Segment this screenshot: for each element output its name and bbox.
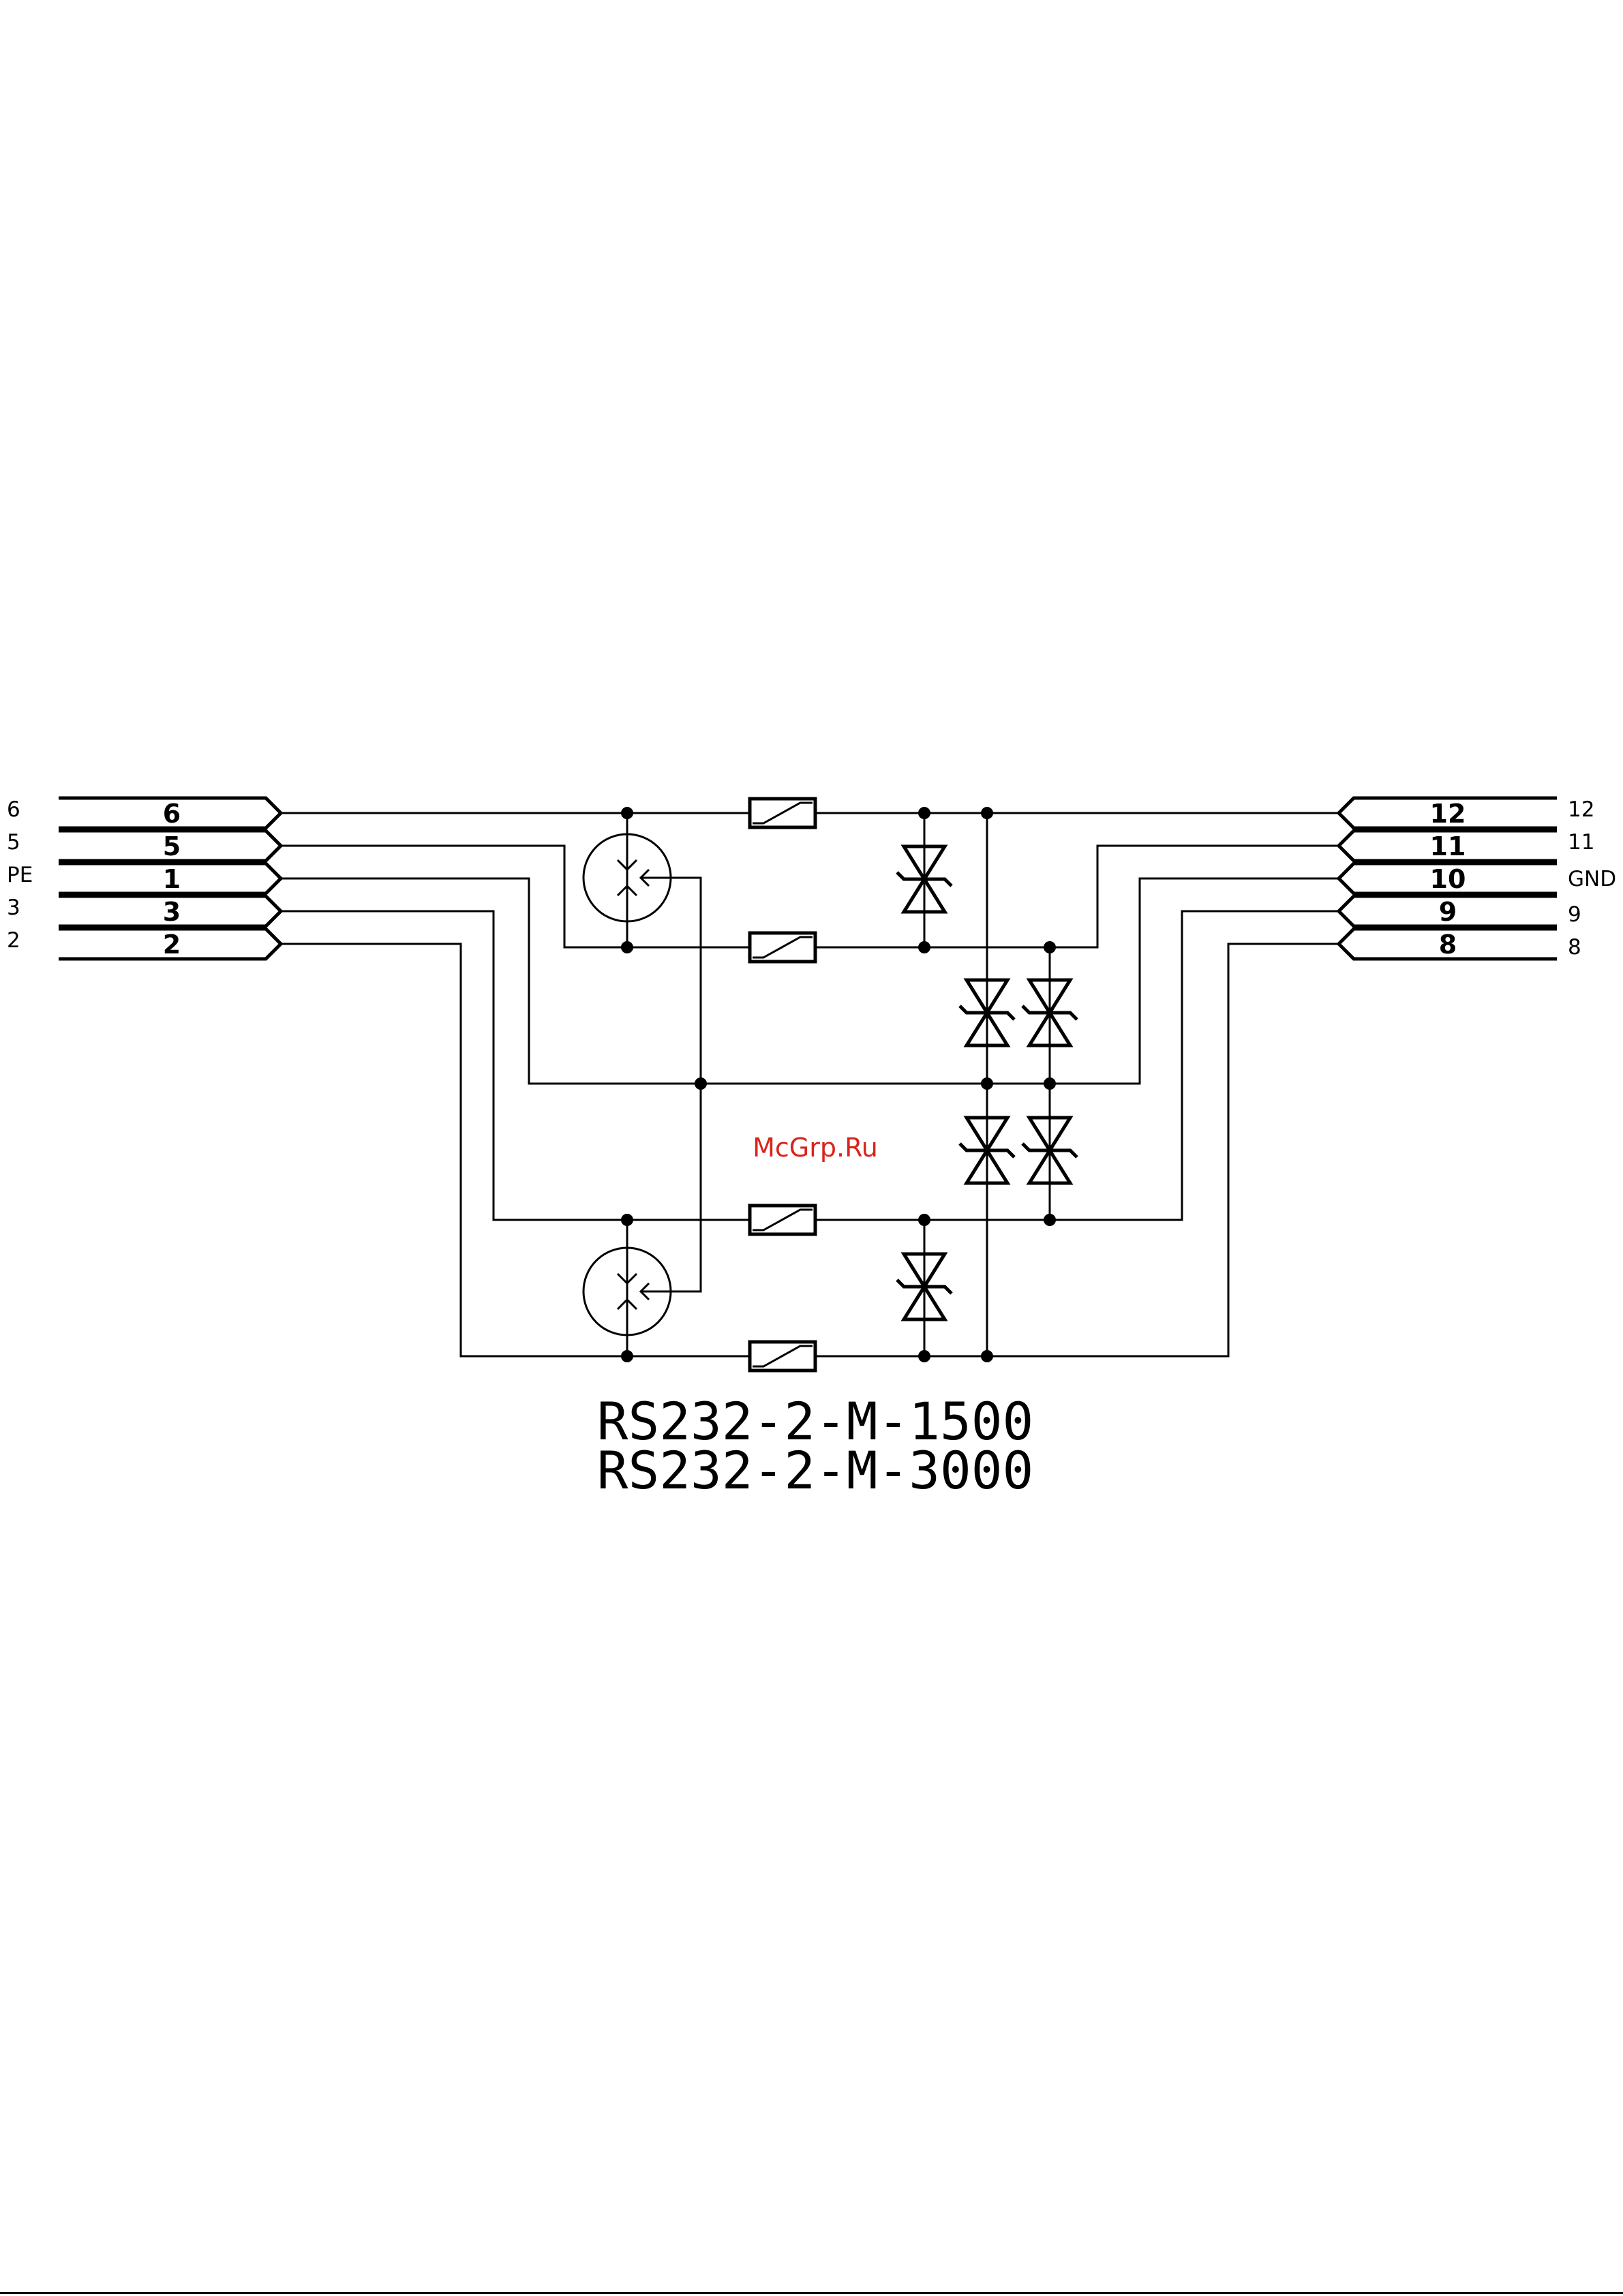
left-terminal-3: 3 3 (7, 896, 281, 927)
right-ext-label-12: 12 (1568, 797, 1594, 822)
right-terminal-block: 12 12 11 11 10 GND 9 9 8 8 (1339, 797, 1616, 960)
left-terminal-block: 6 6 5 5 PE 1 3 3 2 2 (7, 797, 281, 960)
left-terminal-6: 6 6 (7, 797, 281, 829)
right-pin-label-10: 10 (1430, 864, 1466, 894)
left-ext-label-2: 2 (7, 928, 20, 953)
ptc-resistor-4 (750, 1342, 815, 1371)
left-terminal-1: PE 1 (7, 863, 281, 894)
ptc-resistor-1 (750, 799, 815, 827)
left-ext-label-5: 5 (7, 830, 20, 855)
right-ext-label-8: 8 (1568, 935, 1581, 960)
right-terminal-8: 8 8 (1339, 929, 1581, 960)
left-ext-label-pe: PE (7, 863, 33, 887)
left-pin-label-2: 2 (163, 930, 181, 960)
right-terminal-12: 12 12 (1339, 797, 1594, 829)
left-pin-label-1: 1 (163, 864, 181, 894)
left-pin-label-3: 3 (163, 897, 181, 927)
right-pin-label-9: 9 (1439, 897, 1457, 927)
right-ext-label-9: 9 (1568, 902, 1581, 927)
right-pin-label-8: 8 (1439, 930, 1457, 960)
right-pin-label-12: 12 (1430, 799, 1466, 829)
gas-discharge-tube-upper (583, 834, 675, 921)
right-terminal-10: 10 GND (1339, 863, 1616, 894)
right-terminal-11: 11 11 (1339, 830, 1594, 861)
watermark: McGrp.Ru (753, 1133, 878, 1163)
gas-discharge-tube-lower (583, 1248, 675, 1335)
left-ext-label-6: 6 (7, 797, 20, 822)
ptc-resistor-3 (750, 1206, 815, 1234)
right-pin-label-11: 11 (1430, 831, 1466, 861)
right-terminal-9: 9 9 (1339, 896, 1581, 927)
model-line-2: RS232-2-M-3000 (597, 1440, 1034, 1501)
left-terminal-5: 5 5 (7, 830, 281, 861)
left-pin-label-6: 6 (163, 799, 181, 829)
bottom-rule (0, 2292, 1623, 2294)
left-terminal-2: 2 2 (7, 928, 281, 960)
ptc-resistor-2 (750, 933, 815, 962)
right-ext-label-11: 11 (1568, 830, 1594, 855)
left-ext-label-3: 3 (7, 896, 20, 920)
right-ext-label-gnd: GND (1568, 867, 1616, 891)
wiring (281, 813, 1339, 1356)
left-pin-label-5: 5 (163, 831, 181, 861)
